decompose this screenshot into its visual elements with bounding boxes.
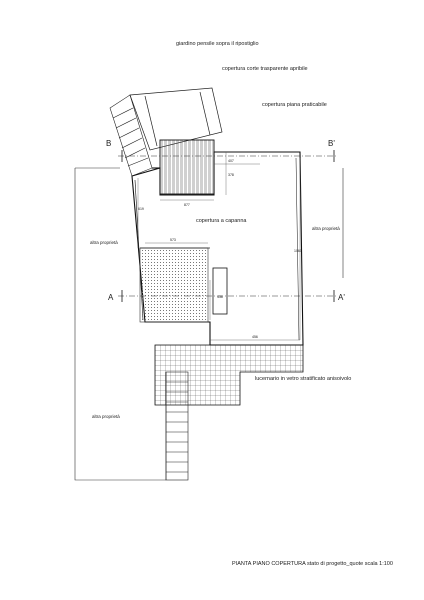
- dim-877: 877: [184, 203, 190, 207]
- label-garden: giardino pensile sopra il ripostiglio: [176, 41, 259, 47]
- labels: giardino pensile sopra il ripostiglio co…: [90, 41, 351, 419]
- dim-378: 378: [228, 173, 234, 177]
- dimension-lines: [137, 152, 301, 341]
- dim-436: 436: [217, 295, 223, 299]
- label-gable-roof: copertura a capanna: [196, 218, 247, 224]
- label-skylight: lucernario in vetro stratificato anisoiv…: [255, 376, 351, 382]
- label-other-left-bottom: altra proprietà: [92, 414, 120, 419]
- label-other-right: altra proprietà: [312, 226, 340, 231]
- label-court-cover: copertura corte trasparente apribile: [222, 66, 308, 72]
- upper-staircase: [109, 94, 153, 177]
- label-flat-roof: copertura piana praticabile: [262, 102, 327, 108]
- ridge-element: [212, 267, 228, 315]
- gable-roof-area: [139, 247, 210, 323]
- dim-456: 456: [252, 335, 258, 339]
- dim-573: 573: [170, 238, 176, 242]
- section-a-left: A: [108, 293, 114, 302]
- drawing-caption: PIANTA PIANO COPERTURA stato di progetto…: [232, 561, 393, 567]
- section-a-right: A': [338, 293, 345, 302]
- section-markers: [121, 150, 335, 302]
- section-b-right: B': [328, 139, 335, 148]
- roof-garden-block: [129, 87, 223, 151]
- section-lines: [118, 155, 338, 297]
- skylight-grid: [154, 344, 304, 406]
- lower-staircase: [165, 371, 189, 481]
- dim-1060: 1060: [294, 249, 302, 253]
- dim-407: 407: [228, 159, 234, 163]
- court-cover: [159, 139, 215, 195]
- dim-619: 619: [138, 207, 144, 211]
- section-b-left: B: [106, 139, 111, 148]
- label-other-left-top: altra proprietà: [90, 240, 118, 245]
